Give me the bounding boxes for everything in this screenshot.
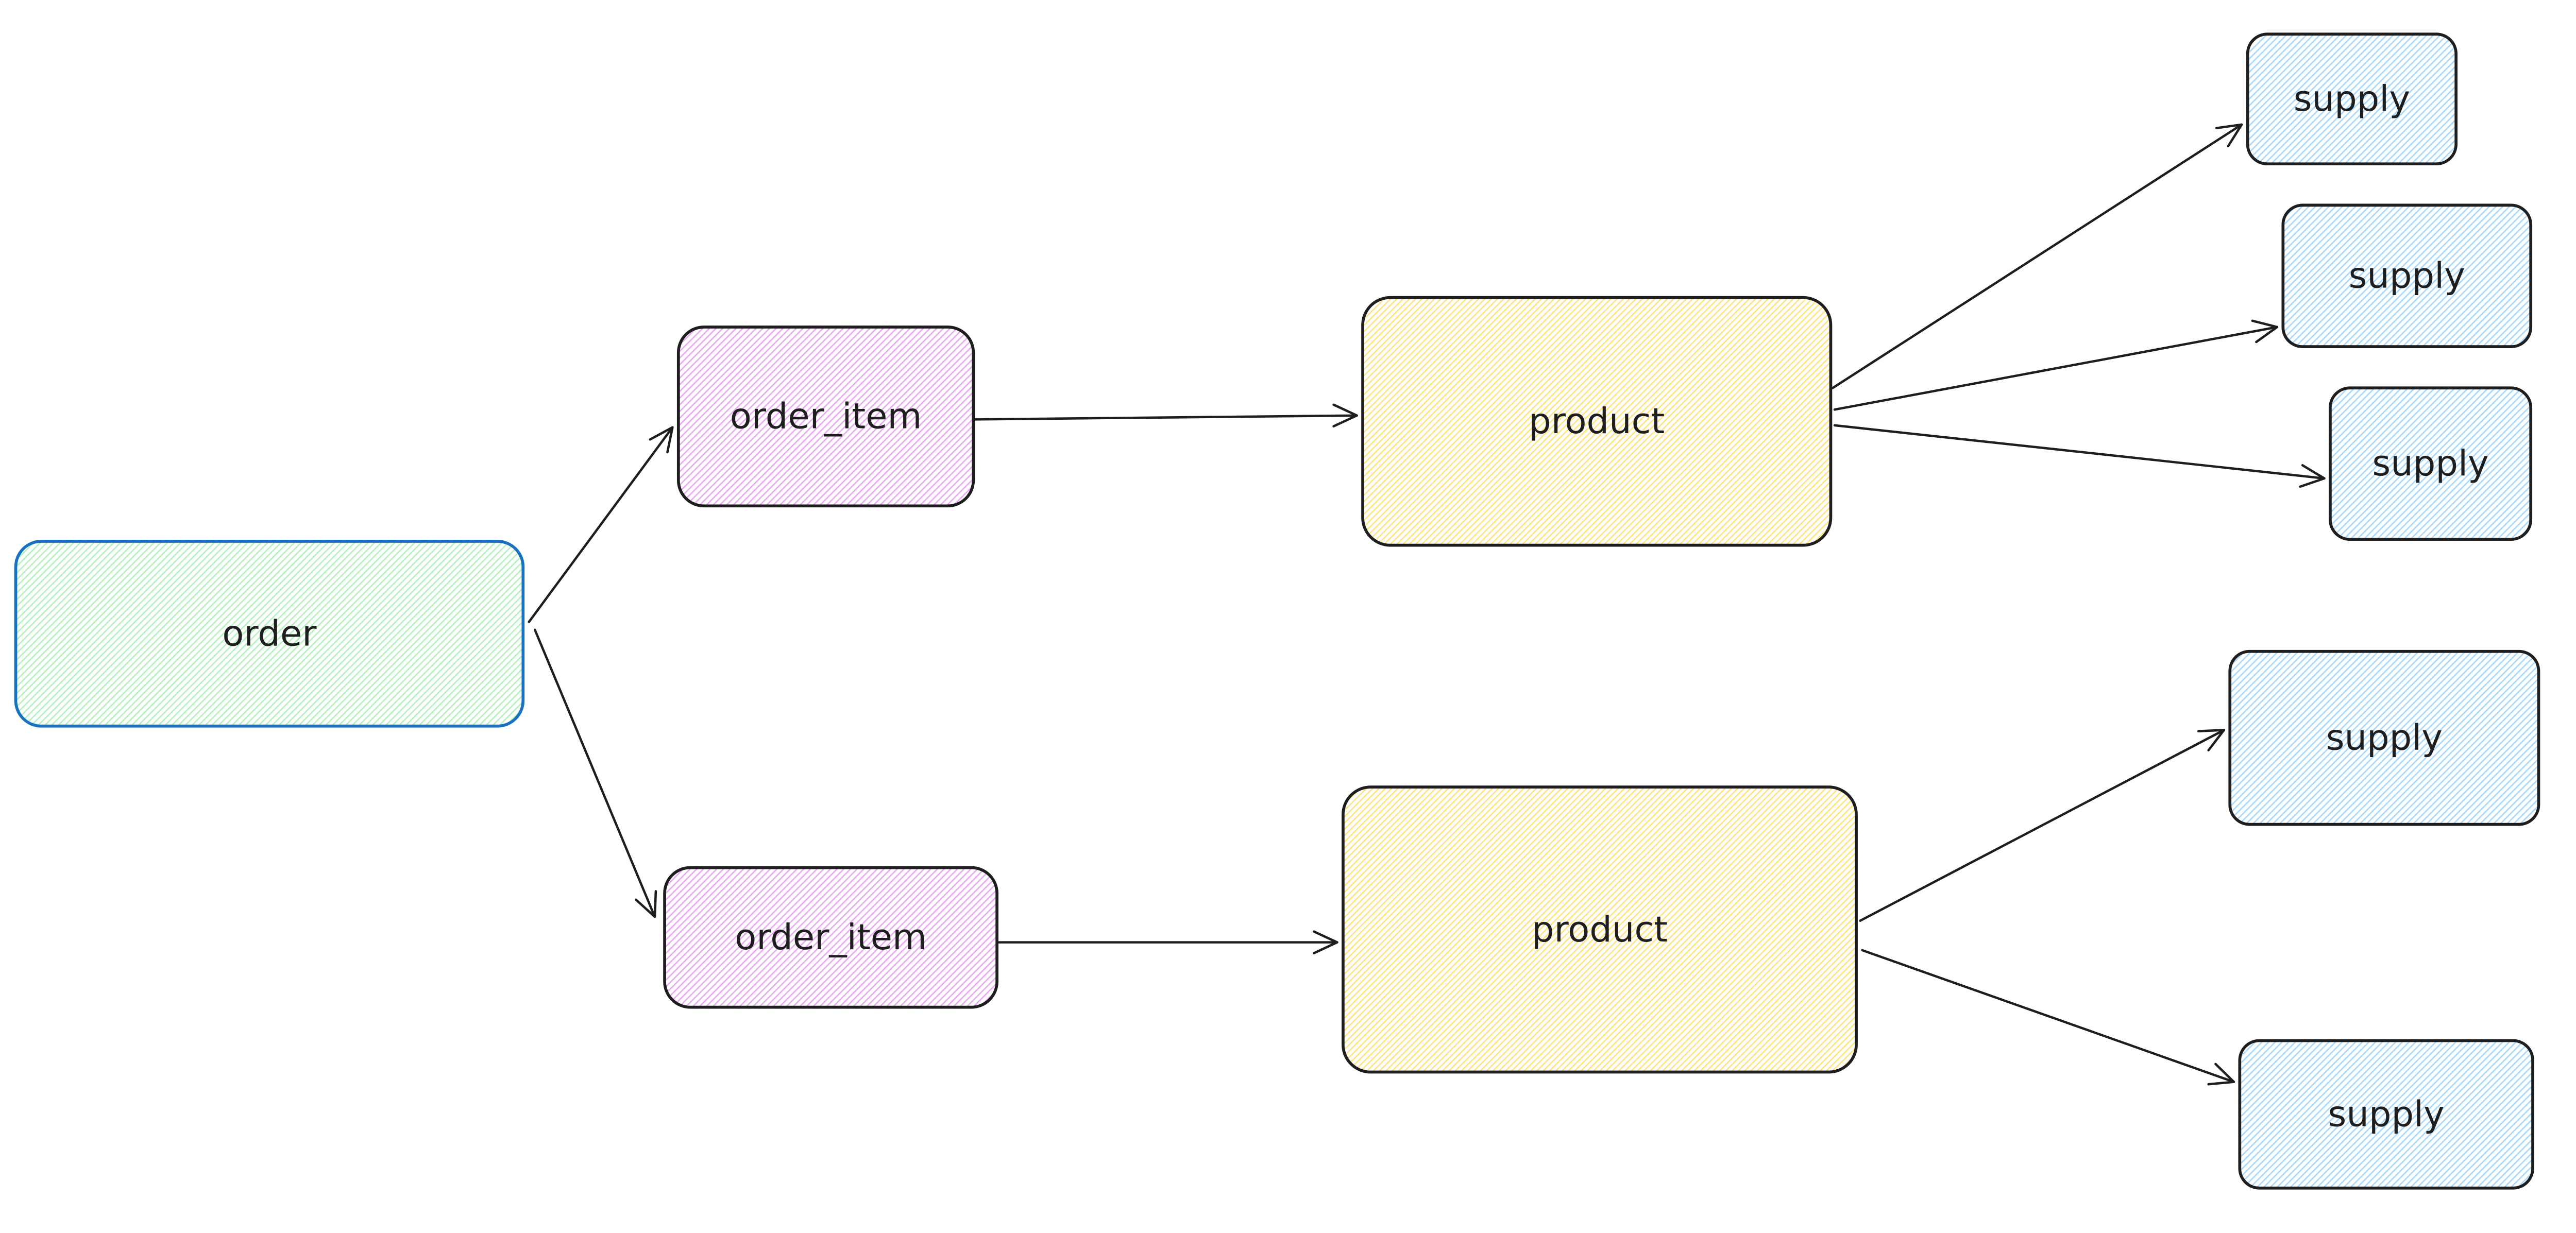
node-product-1[interactable]: product [1361, 296, 1833, 547]
edge-product-2-to-supply-4[interactable] [1859, 729, 2226, 922]
edge-product-2-to-supply-5[interactable] [1861, 949, 2235, 1086]
node-order-item-1-label: order_item [730, 396, 922, 437]
node-product-2-label: product [1532, 909, 1668, 950]
node-supply-2-shape [2281, 203, 2533, 349]
node-supply-1-shape [2246, 32, 2458, 166]
arrowhead-icon [2207, 1063, 2235, 1086]
node-order-label: order [222, 613, 317, 654]
node-order-item-1[interactable]: order_item [676, 326, 975, 508]
node-product-1-shape [1361, 296, 1833, 547]
node-supply-2-label: supply [2349, 255, 2465, 297]
edge-order-to-order-item-1[interactable] [528, 426, 674, 623]
node-supply-3[interactable]: supply [2329, 386, 2533, 541]
node-supply-5-label: supply [2328, 1094, 2445, 1135]
node-supply-5-shape [2238, 1039, 2534, 1190]
edge-line [1833, 326, 2279, 411]
arrowhead-icon [2197, 729, 2226, 752]
arrowhead-icon [649, 426, 674, 454]
node-supply-4-label: supply [2326, 717, 2443, 759]
node-order-item-1-shape [676, 326, 975, 508]
node-supply-5[interactable]: supply [2238, 1039, 2534, 1190]
edge-line [1833, 424, 2326, 480]
edge-order-item-2-to-product-2[interactable] [997, 930, 1338, 954]
node-supply-4-shape [2228, 649, 2540, 826]
edge-line [1859, 729, 2226, 922]
edge-line [1861, 949, 2235, 1083]
edge-product-1-to-supply-1[interactable] [1831, 123, 2243, 389]
node-order[interactable]: order [14, 540, 525, 728]
node-supply-3-shape [2329, 386, 2533, 541]
edge-line [533, 628, 656, 918]
node-supply-4[interactable]: supply [2228, 649, 2540, 826]
edge-order-item-1-to-product-1[interactable] [974, 403, 1358, 428]
node-product-2[interactable]: product [1342, 785, 1858, 1074]
edge-order-to-order-item-2[interactable] [533, 628, 657, 918]
edge-line [1831, 123, 2243, 389]
edge-product-1-to-supply-3[interactable] [1833, 424, 2326, 488]
node-supply-1-label: supply [2294, 78, 2410, 119]
edge-line [528, 426, 674, 623]
arrowhead-icon [2215, 123, 2243, 148]
arrowhead-icon [1332, 403, 1358, 428]
node-supply-1[interactable]: supply [2246, 32, 2458, 166]
arrowhead-icon [2251, 319, 2279, 344]
edge-product-1-to-supply-2[interactable] [1833, 319, 2279, 411]
node-product-1-label: product [1529, 401, 1665, 442]
node-supply-3-label: supply [2372, 443, 2488, 484]
node-order-item-2-label: order_item [735, 917, 927, 958]
arrowhead-icon [2299, 464, 2326, 488]
node-order-shape [14, 540, 525, 728]
node-product-2-shape [1342, 785, 1858, 1074]
node-supply-2[interactable]: supply [2281, 203, 2533, 349]
arrowhead-icon [635, 890, 657, 918]
node-order-item-2-shape [663, 866, 998, 1009]
arrowhead-icon [1313, 930, 1338, 954]
node-order-item-2[interactable]: order_item [663, 866, 998, 1009]
edge-line [974, 414, 1358, 421]
